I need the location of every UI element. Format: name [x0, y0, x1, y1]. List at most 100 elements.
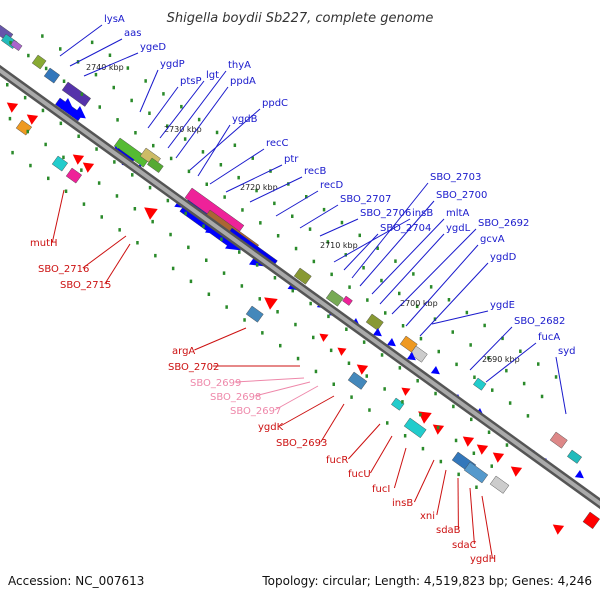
- reverse-cds-arrow: [492, 452, 505, 463]
- reverse-cds-arrow: [82, 162, 95, 173]
- gene-label-ygde: ygdE: [490, 300, 515, 311]
- scale-dot: [475, 485, 478, 489]
- scale-dot: [240, 284, 244, 288]
- scale-dot: [201, 150, 205, 154]
- forward-cds-arrow: [386, 338, 396, 347]
- scale-dot: [255, 188, 258, 193]
- gene-feature-block: [409, 345, 428, 363]
- scale-dot: [9, 40, 12, 45]
- leader-line-sbo-2700: [359, 200, 435, 287]
- gene-feature-block: [391, 397, 405, 411]
- scale-dot: [115, 194, 119, 198]
- reverse-cds-arrow: [552, 524, 565, 535]
- scale-dot: [487, 356, 490, 360]
- scale-dot: [362, 266, 365, 270]
- scale-dot: [291, 288, 294, 293]
- leader-line-fuca: [485, 342, 537, 383]
- gene-feature-block: [61, 81, 91, 107]
- gene-label-fucu: fucU: [348, 469, 371, 480]
- leader-line-sbo-2693: [320, 403, 345, 443]
- gene-label-sbo-2716: SBO_2716: [38, 264, 89, 275]
- scale-dot: [429, 285, 433, 289]
- scale-dot: [348, 285, 351, 289]
- scale-dot: [365, 374, 368, 378]
- scale-dot: [29, 163, 32, 168]
- scale-dot: [540, 394, 544, 399]
- gene-feature-block: [31, 54, 47, 70]
- reverse-cds-arrow: [401, 387, 411, 396]
- scale-dot: [294, 322, 297, 327]
- scale-tick-label: 2710 kbp: [320, 241, 358, 250]
- scale-dot: [180, 104, 183, 109]
- scale-dot: [184, 211, 187, 216]
- gene-feature-block: [549, 431, 568, 449]
- leader-line-ygde: [431, 310, 489, 325]
- leader-line-mlta: [371, 218, 445, 295]
- gene-label-recd: recD: [320, 180, 344, 191]
- scale-dot: [305, 195, 308, 199]
- leader-line-muth: [51, 189, 65, 243]
- scale-dot: [258, 297, 261, 301]
- gene-label-sbo-2702: SBO_2702: [168, 362, 219, 373]
- scale-dot: [154, 253, 157, 258]
- scale-dot: [41, 34, 44, 38]
- reverse-cds-arrow: [476, 444, 489, 455]
- scale-dot: [169, 156, 173, 161]
- scale-tick-label: 2690 kbp: [482, 355, 520, 364]
- scale-dot: [162, 92, 165, 96]
- gene-label-insb: insB: [392, 498, 413, 509]
- scale-dot: [215, 130, 219, 135]
- gene-label-gcva: gcvA: [480, 234, 505, 245]
- scale-dot: [322, 207, 326, 212]
- leader-line-sbo-2706: [319, 218, 359, 237]
- scale-dot: [403, 434, 407, 438]
- gene-label-ygdb: ygdB: [232, 114, 258, 125]
- gene-label-ygdk: ygdK: [258, 422, 284, 433]
- leader-line-lysa: [59, 24, 103, 57]
- leader-line-insb: [413, 459, 435, 503]
- gene-feature-block: [293, 267, 312, 285]
- gene-label-ygdd: ygdD: [490, 252, 517, 263]
- scale-dot: [473, 375, 476, 379]
- scale-tick-label: 2730 kbp: [164, 125, 202, 134]
- scale-dot: [326, 240, 330, 244]
- scale-dot: [455, 362, 458, 367]
- gene-label-syd: syd: [558, 346, 575, 357]
- gene-label-sbo-2703: SBO_2703: [430, 172, 481, 183]
- gene-feature-block: [403, 417, 427, 439]
- reverse-cds-arrow: [72, 154, 85, 165]
- gene-label-sbo-2700: SBO_2700: [436, 190, 487, 201]
- scale-dot: [166, 198, 170, 203]
- scale-dot: [487, 430, 491, 434]
- leader-line-sbo-2707: [299, 204, 339, 229]
- scale-dot: [205, 258, 208, 262]
- genome-backbone: [0, 64, 600, 510]
- scale-dot: [421, 446, 425, 451]
- scale-dot: [380, 353, 384, 357]
- scale-dot: [380, 278, 383, 283]
- gene-label-ygdp: ygdP: [160, 59, 185, 70]
- scale-tick-label: 2700 kbp: [400, 299, 438, 308]
- leader-line-ygdh: [481, 495, 493, 559]
- scale-dot: [6, 83, 9, 87]
- scale-dot: [505, 368, 508, 373]
- gene-label-insb: insB: [412, 208, 433, 219]
- leader-line-ygdd: [419, 262, 489, 337]
- reverse-cds-arrow: [319, 333, 329, 342]
- forward-cds-arrow: [372, 328, 382, 337]
- leader-line-ptr: [225, 164, 283, 193]
- scale-dot: [223, 195, 226, 199]
- scale-dot: [80, 92, 84, 96]
- scale-dot: [166, 124, 169, 128]
- scale-dot: [451, 330, 454, 334]
- gene-label-sdab: sdaB: [436, 525, 461, 536]
- leader-line-ppda: [175, 86, 229, 159]
- scale-dot: [94, 72, 98, 77]
- leader-line-fucu: [369, 435, 393, 474]
- gene-feature-block: [582, 511, 600, 530]
- scale-dot: [412, 272, 415, 276]
- scale-dot: [100, 215, 103, 219]
- scale-dot: [233, 143, 237, 147]
- scale-dot: [144, 79, 147, 83]
